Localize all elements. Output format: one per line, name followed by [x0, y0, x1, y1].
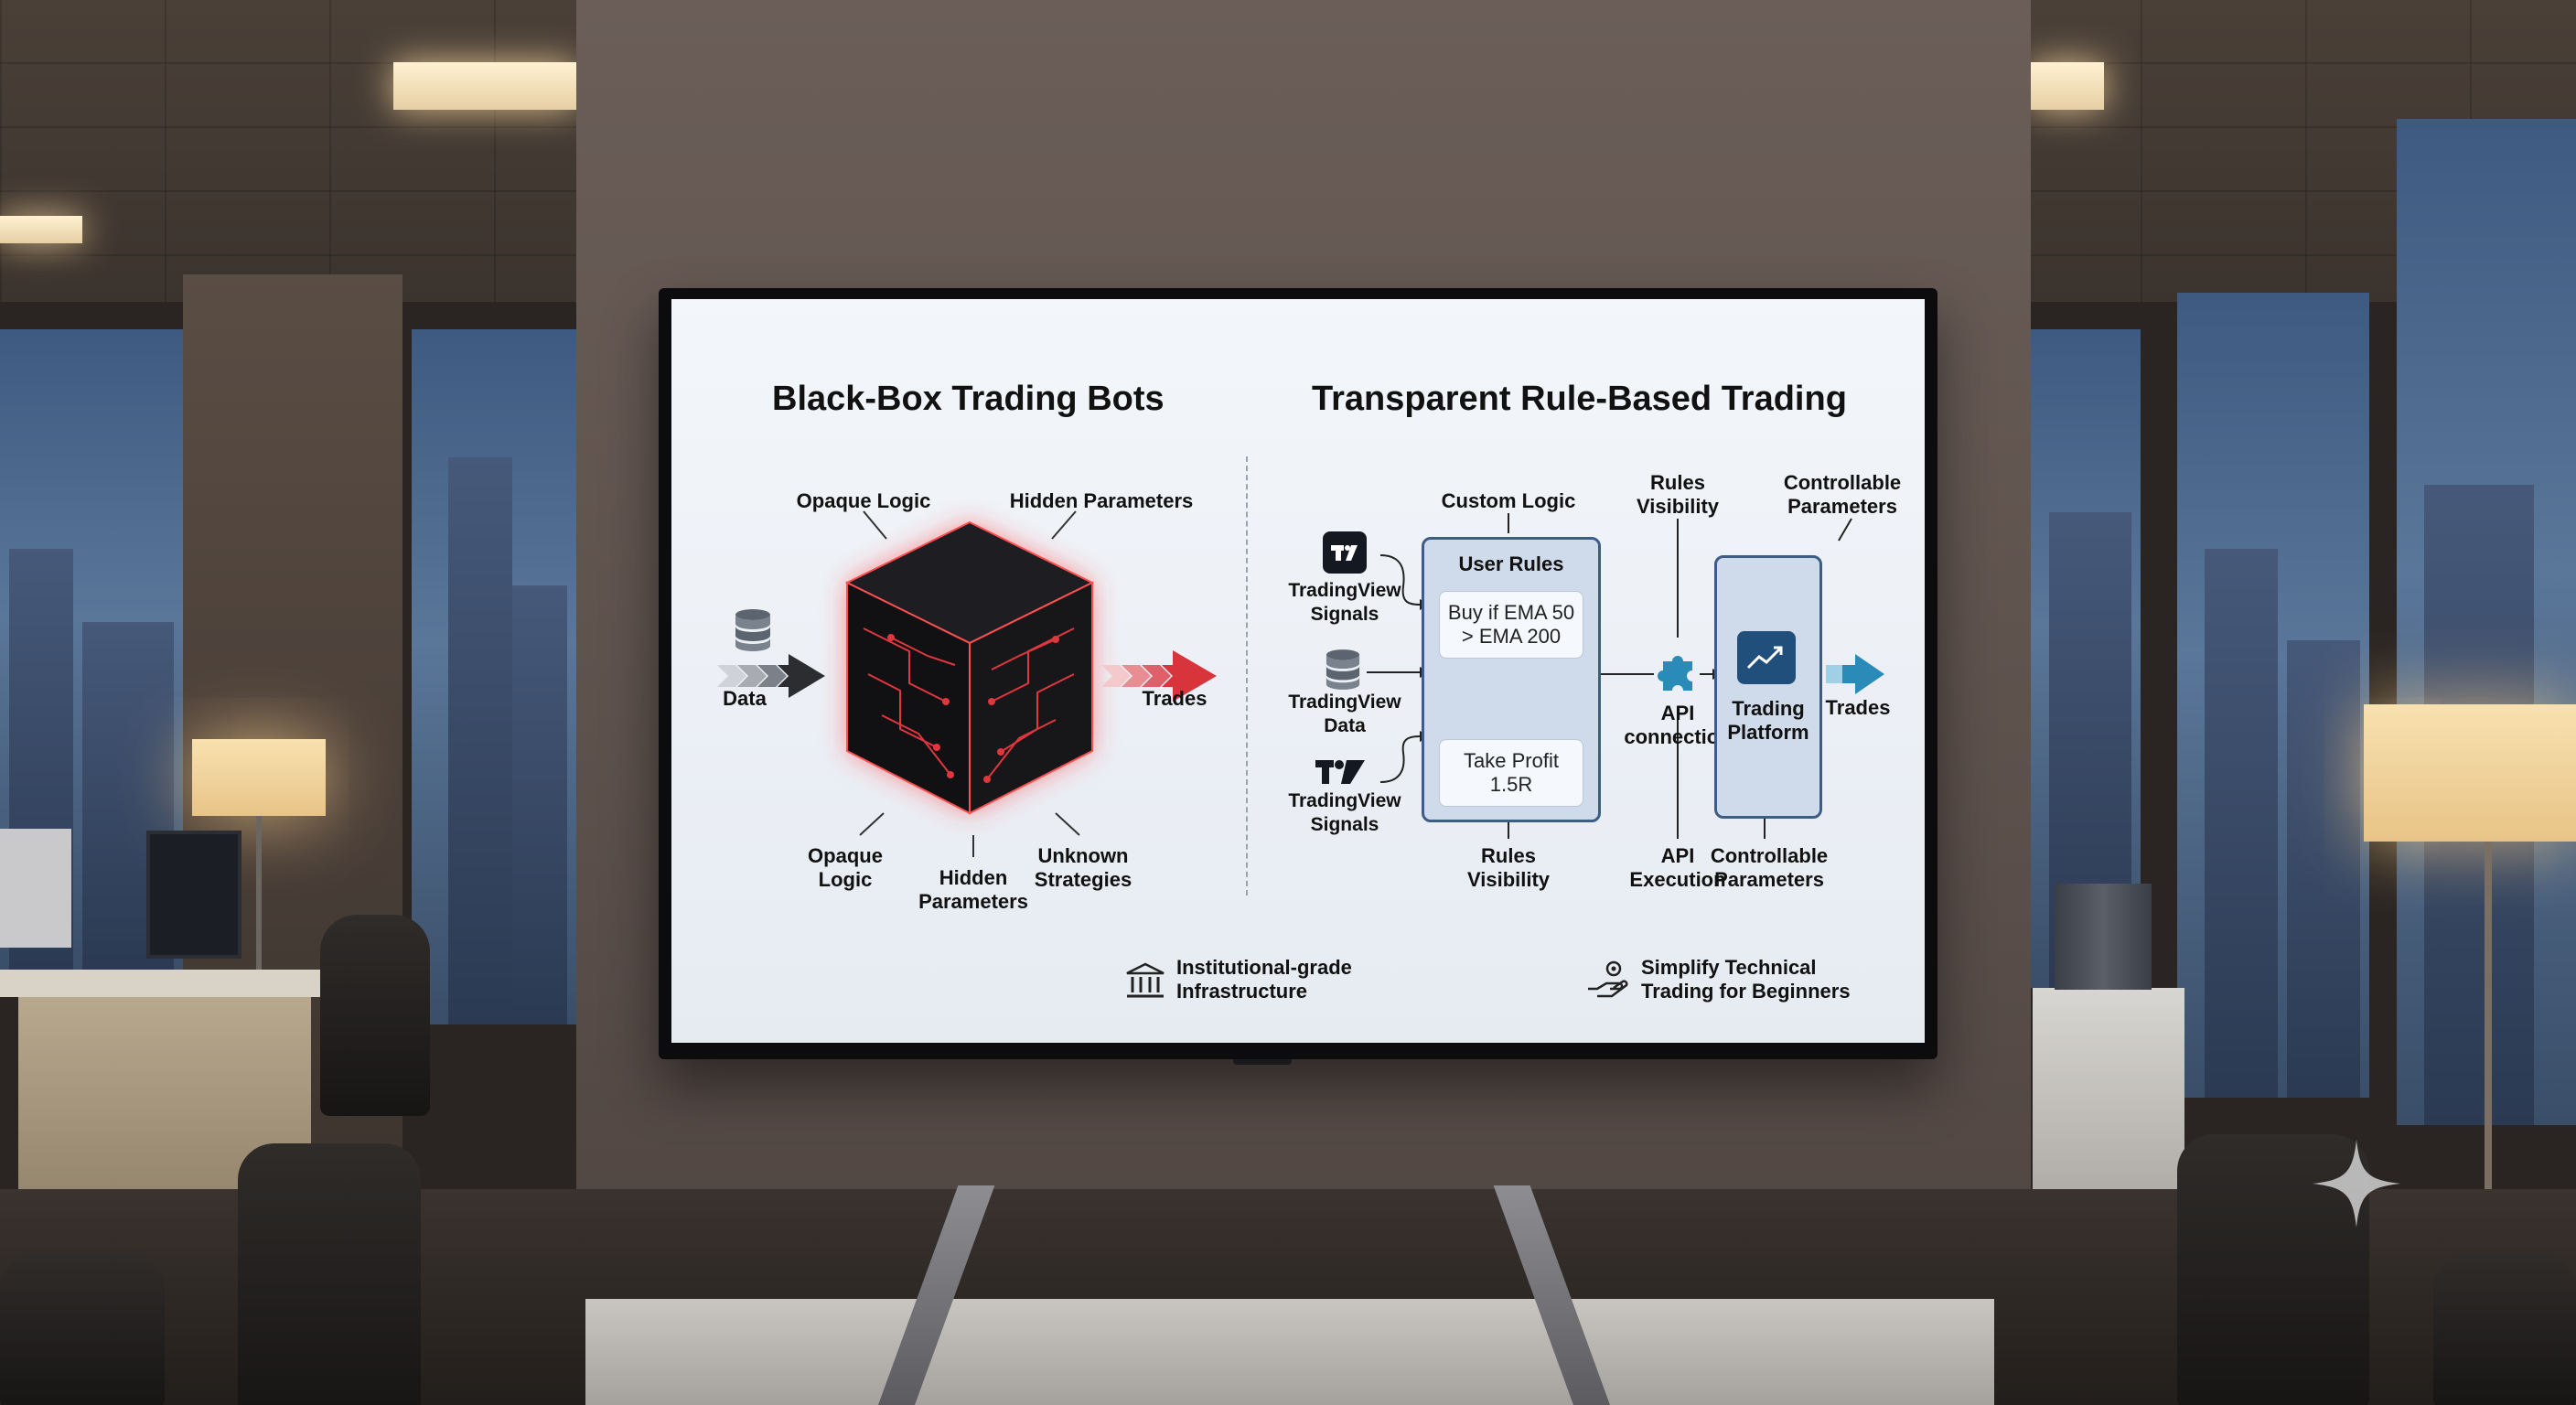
- panel-divider: [1246, 456, 1248, 896]
- simplify-technical: Simplify Technical Trading for Beginners: [1641, 956, 1851, 1003]
- source-signals-2: TradingView Signals: [1288, 790, 1401, 835]
- floor-lamp-right: [2364, 704, 2576, 842]
- rules-visibility-top: Rules Visibility: [1636, 471, 1720, 518]
- bank-icon: [1126, 962, 1165, 998]
- conference-table: [585, 1299, 1994, 1405]
- controllable-parameters-bottom: Controllable Parameters: [1710, 844, 1829, 891]
- rule-ema: Buy if EMA 50 > EMA 200: [1439, 591, 1583, 659]
- hidden-parameters-bottom: Hidden Parameters: [918, 866, 1028, 913]
- office-chair-left: [320, 915, 430, 1116]
- hand-gear-icon: [1588, 960, 1628, 998]
- data-label: Data: [723, 687, 767, 710]
- opaque-logic-bottom: Opaque Logic: [808, 844, 883, 891]
- user-rules-title: User Rules: [1458, 552, 1564, 575]
- data-input-arrow: [717, 654, 825, 698]
- sparkle-icon: [2313, 1140, 2400, 1228]
- trading-platform-label: Trading Platform: [1727, 697, 1809, 744]
- cabinet-right: [2033, 988, 2184, 1226]
- api-connection-label: API connection: [1624, 702, 1732, 748]
- rule-take-profit: Take Profit 1.5R: [1439, 739, 1583, 807]
- left-diagram: [717, 510, 1217, 857]
- chair-front-far-left: [0, 1253, 165, 1405]
- controllable-parameters-top: Controllable Parameters: [1783, 471, 1902, 518]
- ceiling-light-right: [2031, 62, 2104, 110]
- trades-label-right: Trades: [1825, 696, 1891, 719]
- custom-logic-label: Custom Logic: [1441, 489, 1576, 512]
- tradingview-logo-icon-2: [1315, 760, 1365, 784]
- binders: [2055, 884, 2152, 990]
- chart-up-icon: [1737, 631, 1796, 684]
- chair-front-far-right: [2433, 1253, 2576, 1405]
- tradingview-logo-icon: [1323, 531, 1367, 574]
- floor-lamp-pole: [2485, 842, 2492, 1189]
- desk-lamp-pole: [256, 816, 262, 971]
- trades-label-left: Trades: [1142, 687, 1208, 710]
- hidden-parameters-top-label: Hidden Parameters: [1009, 489, 1194, 512]
- monitor-left: [146, 831, 242, 959]
- database-icon-right: [1326, 649, 1360, 690]
- window-left-2: [412, 329, 576, 1024]
- trades-output-arrow: [1101, 650, 1217, 702]
- source-signals-1: TradingView Signals: [1288, 580, 1401, 625]
- puzzle-icon: [1658, 656, 1692, 691]
- wall-tv: Black-Box Trading Bots Transparent Rule-…: [659, 288, 1937, 1059]
- user-rules-box: User Rules Buy if EMA 50 > EMA 200 Take …: [1422, 537, 1601, 822]
- window-right-2: [2177, 293, 2369, 1098]
- tv-screen: Black-Box Trading Bots Transparent Rule-…: [671, 299, 1925, 1043]
- monitor-far-left: [0, 829, 71, 948]
- unknown-strategies: Unknown Strategies: [1034, 844, 1132, 891]
- chair-front-left: [238, 1143, 421, 1405]
- desk-lamp-left: [192, 739, 326, 816]
- ceiling-light-left: [393, 62, 576, 110]
- institutional-grade: Institutional-grade Infrastructure: [1176, 956, 1352, 1003]
- trades-output-arrow-blue: [1826, 654, 1884, 694]
- right-title: Transparent Rule-Based Trading: [1312, 380, 1847, 418]
- source-data: TradingView Data: [1288, 692, 1401, 736]
- trading-platform-box: Trading Platform: [1714, 555, 1822, 819]
- rules-visibility-bottom: Rules Visibility: [1466, 844, 1551, 891]
- tv-stand-notch: [1233, 1059, 1292, 1065]
- ceiling-light-far: [0, 216, 82, 243]
- api-execution-label: API Execution: [1629, 844, 1726, 891]
- opaque-logic-top-label: Opaque Logic: [796, 489, 931, 512]
- database-icon: [735, 609, 770, 651]
